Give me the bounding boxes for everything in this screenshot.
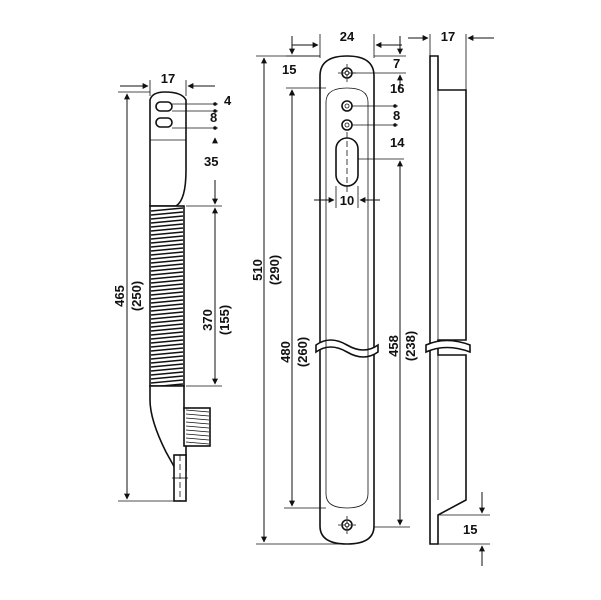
- spiral-coil: [150, 275, 184, 280]
- front-break: [315, 339, 379, 358]
- spiral-coil: [150, 303, 184, 308]
- profile-plate: [429, 55, 467, 545]
- side-view: 17 4 8 35 370 (155) 465 (250): [112, 71, 232, 502]
- spiral-coil: [150, 227, 184, 232]
- spiral-coil: [150, 367, 184, 372]
- spiral-hatching: [150, 207, 184, 388]
- spiral-coil: [150, 207, 184, 212]
- spiral-coil: [150, 371, 184, 376]
- spiral-length-label: 370: [200, 309, 215, 331]
- spiral-coil: [150, 347, 184, 352]
- profile-break: [425, 339, 471, 354]
- profile-depth-label: 17: [441, 29, 455, 44]
- bottom-hole: [338, 516, 356, 534]
- spiral-coil: [150, 223, 184, 228]
- spiral-coil: [150, 259, 184, 264]
- spiral-coil: [150, 279, 184, 284]
- spiral-coil: [150, 339, 184, 344]
- slot-length-alt-label: (238): [403, 331, 418, 361]
- spiral-coil: [150, 263, 184, 268]
- spiral-coil: [150, 295, 184, 300]
- spiral-coil: [150, 251, 184, 256]
- slot-width-label: 10: [340, 193, 354, 208]
- spiral-length-alt-label: (155): [217, 305, 232, 335]
- top-margin-label: 15: [282, 62, 296, 77]
- spiral-coil: [150, 379, 184, 384]
- side-length-label: 465: [112, 285, 127, 307]
- third-hole: [341, 119, 353, 131]
- profile-view: 17 15: [408, 29, 494, 566]
- slot-gap-label: 4: [224, 93, 232, 108]
- spiral-coil: [150, 255, 184, 260]
- thread-line: [185, 433, 210, 437]
- spiral-coil: [150, 335, 184, 340]
- inner-length-label: 480: [278, 341, 293, 363]
- thread-line: [185, 425, 210, 429]
- slot-length-label: 458: [386, 335, 401, 357]
- spiral-coil: [150, 235, 184, 240]
- spiral-coil: [150, 315, 184, 320]
- hole-offset-label: 7: [393, 56, 400, 71]
- spiral-coil: [150, 215, 184, 220]
- spiral-coil: [150, 299, 184, 304]
- spiral-coil: [150, 331, 184, 336]
- thread-line: [185, 413, 210, 417]
- upper-slot: [155, 101, 173, 112]
- front-view: 24 7 15 16 8 14 10 510 (290): [250, 29, 418, 545]
- spiral-coil: [150, 355, 184, 360]
- profile-bottom-label: 15: [463, 522, 477, 537]
- front-plate: [319, 55, 375, 545]
- lower-slot: [155, 117, 173, 128]
- spiral-coil: [150, 343, 184, 348]
- second-hole-label: 8: [393, 108, 400, 123]
- thread-line: [185, 441, 210, 445]
- thread-line: [185, 429, 210, 433]
- hole-pitch-label: 16: [390, 81, 404, 96]
- stud-threads: [185, 409, 210, 445]
- slot-top-label: 14: [390, 135, 405, 150]
- spiral-coil: [150, 311, 184, 316]
- spiral-coil: [150, 291, 184, 296]
- spiral-coil: [150, 319, 184, 324]
- spiral-coil: [150, 363, 184, 368]
- body-height-label: 35: [204, 154, 218, 169]
- spiral-coil: [150, 271, 184, 276]
- spiral-coil: [150, 247, 184, 252]
- spiral-coil: [150, 283, 184, 288]
- spiral-coil: [150, 351, 184, 356]
- spiral-coil: [150, 287, 184, 292]
- front-length-alt-label: (290): [267, 255, 282, 285]
- inner-length-alt-label: (260): [295, 337, 310, 367]
- spiral-coil: [150, 243, 184, 248]
- side-width-label: 17: [161, 71, 175, 86]
- thread-line: [185, 437, 210, 441]
- front-length-label: 510: [250, 259, 265, 281]
- spiral-coil: [150, 307, 184, 312]
- second-hole: [341, 100, 353, 112]
- side-length-alt-label: (250): [129, 281, 144, 311]
- thread-line: [185, 421, 210, 425]
- spiral-coil: [150, 219, 184, 224]
- spiral-coil: [150, 375, 184, 380]
- spiral-coil: [150, 211, 184, 216]
- spiral-coil: [150, 239, 184, 244]
- spiral-coil: [150, 359, 184, 364]
- front-inner-panel: [325, 87, 369, 509]
- spiral-coil: [150, 231, 184, 236]
- thread-line: [185, 417, 210, 421]
- spiral-coil: [150, 327, 184, 332]
- plate-width-label: 24: [340, 29, 355, 44]
- spiral-coil: [150, 323, 184, 328]
- spiral-coil: [150, 267, 184, 272]
- slot-pitch-label: 8: [210, 110, 217, 125]
- thread-line: [185, 409, 210, 413]
